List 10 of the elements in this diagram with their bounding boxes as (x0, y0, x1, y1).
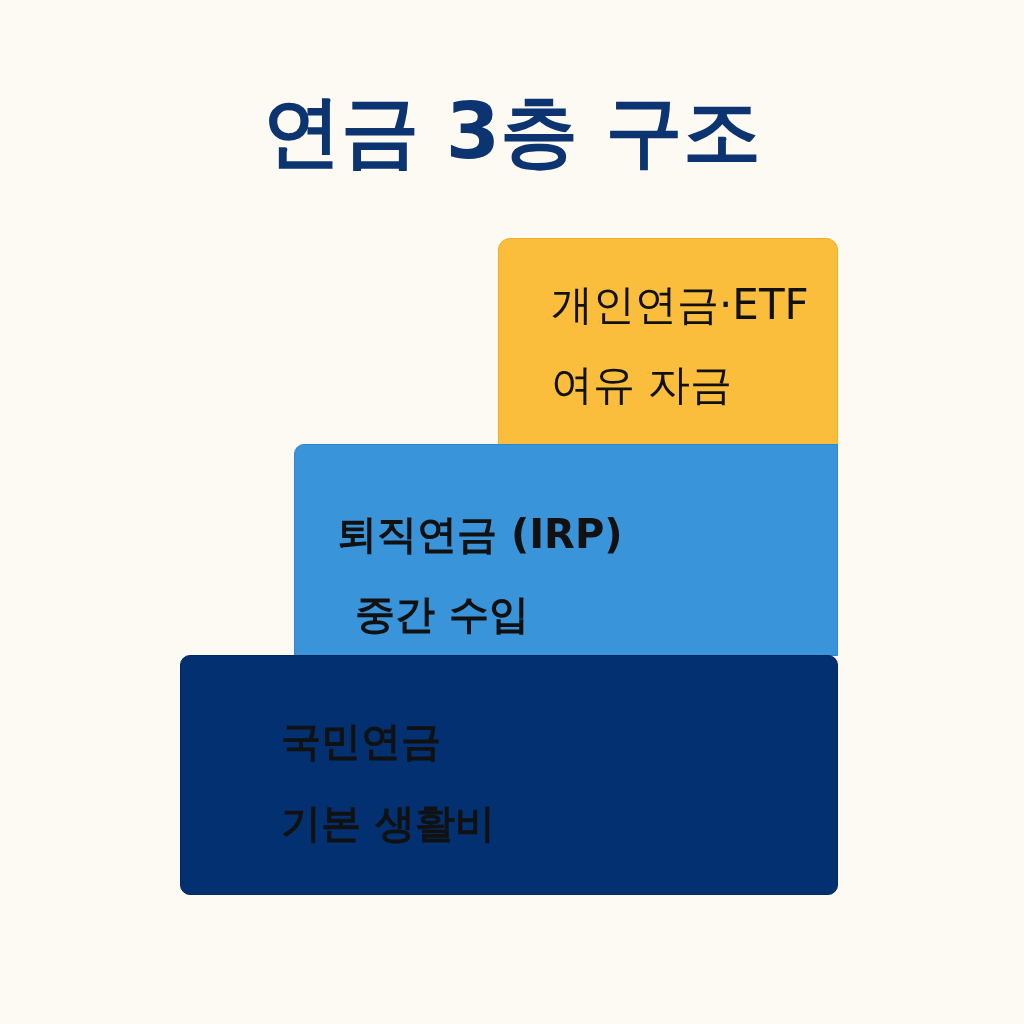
title: 연금 3층 구조 (261, 85, 763, 178)
pension-tier-block (294, 444, 838, 656)
tier-description: 기본 생활비 (281, 799, 495, 848)
tier-title: 퇴직연금 (IRP) (337, 510, 623, 559)
tier-title: 개인연금·ETF (551, 279, 809, 331)
tier-title: 국민연금 (281, 717, 441, 766)
tier-description: 중간 수입 (355, 590, 529, 639)
tier-description: 여유 자금 (551, 359, 733, 411)
pension-tier-block (498, 238, 838, 446)
pension-tier-block (180, 655, 838, 895)
